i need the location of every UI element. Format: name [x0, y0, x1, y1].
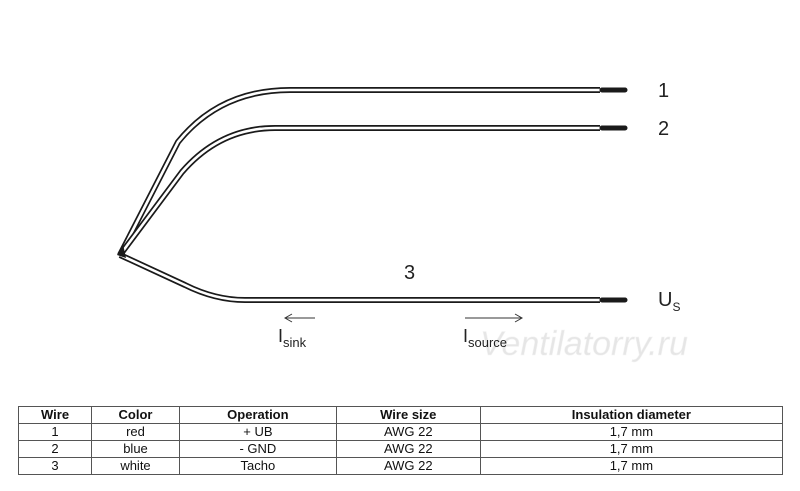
wire-1 [117, 87, 628, 257]
current-source-arrow [465, 313, 524, 323]
table-row: 1 red + UB AWG 22 1,7 mm [17, 423, 784, 441]
cell-color: red [91, 423, 180, 441]
cell-wire-size: AWG 22 [335, 457, 481, 475]
wire-junction [117, 244, 126, 258]
header-wire: Wire [17, 406, 93, 424]
header-operation: Operation [178, 406, 337, 424]
cell-color: blue [91, 440, 180, 458]
cell-operation: Tacho [178, 457, 337, 475]
cell-wire: 1 [17, 423, 93, 441]
header-insulation-diameter: Insulation diameter [479, 406, 784, 424]
wire-spec-table: Wire Color Operation Wire size Insulatio… [17, 406, 784, 475]
cell-wire-size: AWG 22 [335, 440, 481, 458]
watermark: Ventilatorry.ru [480, 325, 688, 363]
wire-diagram: Ventilatorry.ru 1 2 3 US Isink Isource [117, 80, 688, 363]
wire-2 [117, 125, 628, 257]
current-sink-arrow [283, 313, 315, 323]
cell-wire-size: AWG 22 [335, 423, 481, 441]
cell-color: white [91, 457, 180, 475]
current-source-label: Isource [463, 326, 507, 350]
us-label: US [658, 289, 680, 314]
cell-insulation: 1,7 mm [479, 423, 784, 441]
table-row: 3 white Tacho AWG 22 1,7 mm [17, 457, 784, 475]
table-row: 2 blue - GND AWG 22 1,7 mm [17, 440, 784, 458]
cell-insulation: 1,7 mm [479, 440, 784, 458]
table-header-row: Wire Color Operation Wire size Insulatio… [17, 406, 784, 424]
cell-wire: 2 [17, 440, 93, 458]
header-color: Color [91, 406, 180, 424]
wire-3 [118, 252, 628, 303]
header-wire-size: Wire size [335, 406, 481, 424]
wire-1-label: 1 [658, 80, 669, 102]
current-sink-label: Isink [278, 326, 307, 350]
wire-3-label: 3 [404, 262, 415, 284]
cell-operation: + UB [178, 423, 337, 441]
cell-wire: 3 [17, 457, 93, 475]
cell-insulation: 1,7 mm [479, 457, 784, 475]
wire-2-label: 2 [658, 118, 669, 140]
cell-operation: - GND [178, 440, 337, 458]
